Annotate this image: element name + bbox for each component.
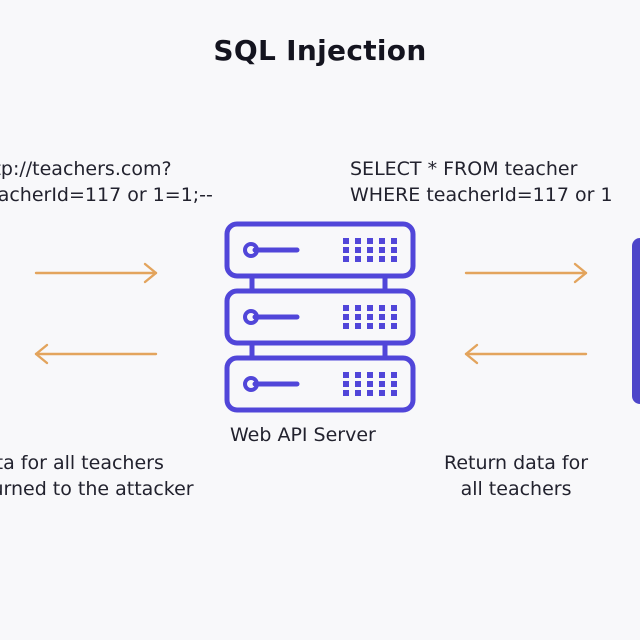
- query-line-1: SELECT * FROM teacher: [350, 158, 578, 180]
- response-line-1: ata for all teachers: [0, 452, 164, 474]
- return-line-1: Return data for: [444, 452, 589, 474]
- return-line-2: all teachers: [460, 478, 572, 500]
- left-request-arrow-icon: [34, 262, 158, 284]
- query-line-2: WHERE teacherId=117 or 1: [350, 184, 613, 206]
- server-label: Web API Server: [230, 424, 376, 446]
- left-response-arrow-icon: [34, 343, 158, 365]
- attacker-response-text: ata for all teachers turned to the attac…: [0, 450, 194, 502]
- right-query-arrow-icon: [464, 262, 588, 284]
- server-unit-1-icon: [227, 224, 413, 276]
- malicious-request-text: ttp://teachers.com? eacherId=117 or 1=1;…: [0, 156, 213, 208]
- right-return-arrow-icon: [464, 343, 588, 365]
- request-line-1: ttp://teachers.com?: [0, 158, 172, 180]
- request-line-2: eacherId=117 or 1=1;--: [0, 184, 213, 206]
- server-unit-2-icon: [227, 291, 413, 343]
- server-rack-icon: [227, 224, 413, 410]
- return-data-text: Return data for all teachers: [444, 450, 588, 502]
- server-unit-3-icon: [227, 358, 413, 410]
- response-line-2: turned to the attacker: [0, 478, 194, 500]
- sql-query-text: SELECT * FROM teacher WHERE teacherId=11…: [350, 156, 613, 208]
- diagram-title: SQL Injection: [213, 34, 427, 67]
- database-icon: [632, 238, 640, 404]
